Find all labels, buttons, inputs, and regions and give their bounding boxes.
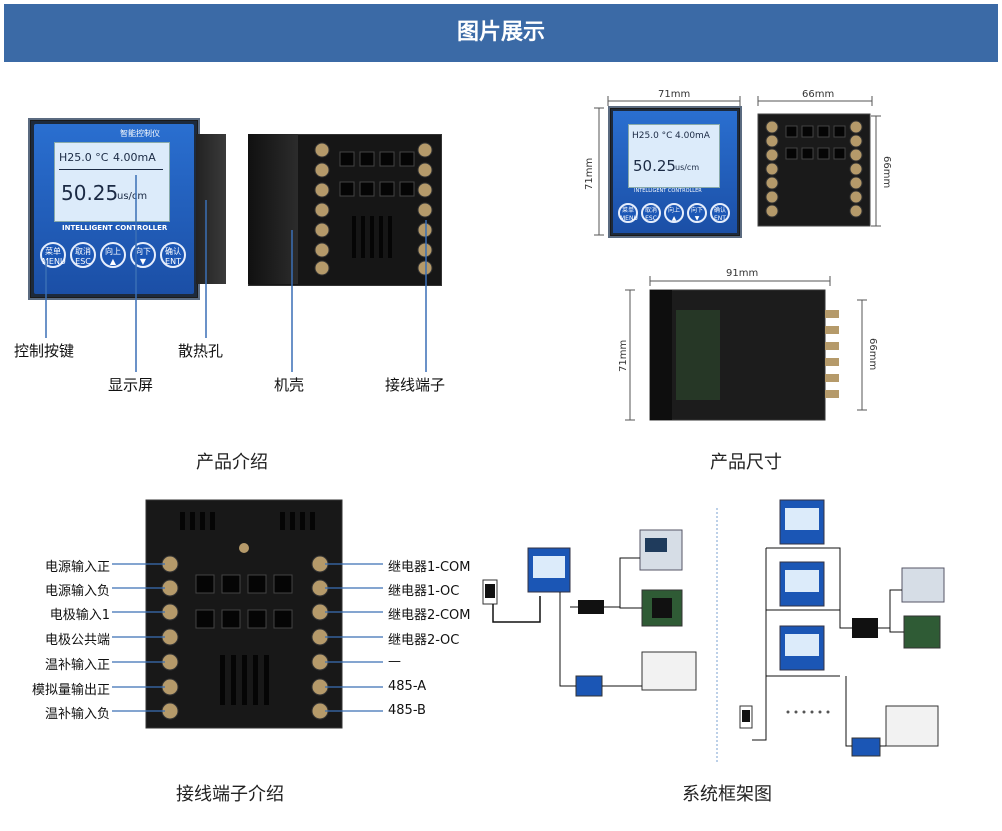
size-lcd: H25.0 °C 4.00mA 50.25 us/cm <box>628 124 720 188</box>
controller-front: 智能控制仪 H25.0 °C 4.00mA 50.25 us/cm INTELL… <box>28 118 200 300</box>
caption-size: 产品尺寸 <box>710 452 782 473</box>
wire-left-1: 电源输入正 <box>44 560 110 575</box>
wire-right-3: 继电器2-COM <box>388 608 471 623</box>
caption-system: 系统框架图 <box>682 784 772 805</box>
label-terminal: 接线端子 <box>385 376 446 394</box>
lcd-unit: us/cm <box>117 191 148 202</box>
wire-right-2: 继电器1-OC <box>388 584 460 599</box>
lcd-divider <box>59 169 163 170</box>
wiring-slots <box>220 655 269 705</box>
wire-right-5: — <box>388 654 401 669</box>
lcd-line1b: 4.00mA <box>113 151 156 164</box>
wiring-leaders <box>112 563 383 712</box>
label-screen: 显示屏 <box>108 376 154 394</box>
size-side-board <box>676 310 720 400</box>
dim-front-height: 71mm <box>584 157 595 190</box>
wire-left-3: 电极输入1 <box>49 608 110 623</box>
size-lcd-line1: H25.0 °C <box>632 131 673 141</box>
lcd-main-value: 50.25 <box>61 181 119 205</box>
model-strip: INTELLIGENT CONTROLLER <box>62 224 168 232</box>
wire-left-4: 电极公共端 <box>44 633 110 648</box>
wire-left-2: 电源输入负 <box>44 584 110 599</box>
wiring-top-vents <box>180 512 315 530</box>
brand-text: 智能控制仪 <box>120 129 160 138</box>
rear-shell <box>248 134 298 284</box>
wire-right-4: 继电器2-OC <box>388 633 460 648</box>
controller-side-vent <box>196 134 226 284</box>
lcd-line1: H25.0 °C <box>59 151 109 164</box>
size-rear-holes <box>785 125 846 160</box>
down-button[interactable]: 向下▼ <box>130 242 156 268</box>
size-side-bezel <box>650 290 672 420</box>
wiring-center-screw <box>239 543 249 553</box>
size-front: H25.0 °C 4.00mA 50.25 us/cm INTELLIGENT … <box>608 106 742 238</box>
wiring-holes <box>195 574 293 629</box>
dimension-lines <box>594 96 881 421</box>
wire-right-1: 继电器1-COM <box>388 560 471 575</box>
rear-slots <box>352 216 392 258</box>
label-shell: 机壳 <box>274 376 305 394</box>
label-control-keys: 控制按键 <box>14 342 75 360</box>
dim-front-width: 71mm <box>658 89 691 100</box>
rear-terminal-screws <box>314 142 433 276</box>
wire-right-7: 485-B <box>388 703 426 718</box>
wire-left-5: 温补输入正 <box>44 658 110 673</box>
size-side-terminals <box>825 310 839 398</box>
section-banner: 图片展示 <box>4 4 998 62</box>
size-down-button[interactable]: 向下▼ <box>687 203 707 223</box>
leader-lines <box>45 175 427 372</box>
size-lcd-unit: us/cm <box>675 163 700 172</box>
lcd-screen: H25.0 °C 4.00mA 50.25 us/cm <box>54 142 170 222</box>
system-diagram-right <box>739 499 945 757</box>
rear-holes <box>339 151 415 197</box>
size-lcd-line1b: 4.00mA <box>675 131 710 141</box>
caption-intro: 产品介绍 <box>196 452 268 473</box>
size-up-button[interactable]: 向上▲ <box>664 203 684 223</box>
wire-right-6: 485-A <box>388 679 427 694</box>
label-vent: 散热孔 <box>178 342 224 360</box>
system-diagram-left <box>482 529 697 697</box>
wire-left-7: 温补输入负 <box>44 707 110 722</box>
size-model-strip: INTELLIGENT CONTROLLER <box>634 188 702 194</box>
dim-back-height: 66mm <box>881 156 892 189</box>
up-button[interactable]: 向上▲ <box>100 242 126 268</box>
size-rear-screws <box>765 120 863 218</box>
caption-wiring: 接线端子介绍 <box>176 784 284 805</box>
dim-side-width: 91mm <box>726 268 759 279</box>
dim-side-height: 71mm <box>618 339 629 372</box>
dim-back-width: 66mm <box>802 89 835 100</box>
wire-left-6: 模拟量输出正 <box>31 683 110 698</box>
system-ellipsis-dots <box>786 710 830 714</box>
dim-side-depth: 66mm <box>867 338 878 371</box>
size-lcd-main: 50.25 <box>633 157 676 175</box>
